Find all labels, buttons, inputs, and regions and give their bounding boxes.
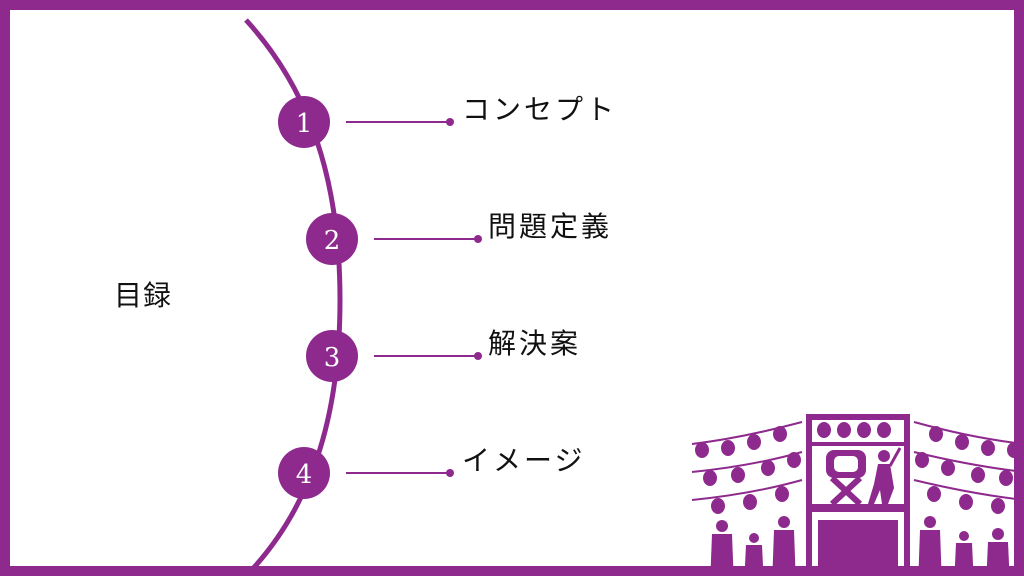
toc-number-1: 1 [296, 109, 313, 139]
toc-item-3-marker: 3 [306, 330, 482, 382]
toc-diagram: 1 2 3 4 [244, 18, 482, 566]
toc-number-4: 4 [296, 460, 313, 490]
toc-item-1-marker: 1 [278, 96, 454, 148]
toc-item-2-label[interactable]: 問題定義 [488, 210, 613, 243]
toc-item-4-label[interactable]: イメージ [462, 444, 586, 477]
toc-item-3-label[interactable]: 解決案 [488, 327, 582, 360]
toc-title: 目録 [114, 279, 173, 312]
toc-number-2: 2 [324, 226, 341, 256]
toc-number-3: 3 [324, 343, 341, 373]
toc-item-1-label[interactable]: コンセプト [462, 93, 618, 126]
toc-item-4-marker: 4 [278, 447, 454, 499]
festival-yagura-silhouette-icon [691, 414, 1014, 566]
toc-item-2-marker: 2 [306, 213, 482, 265]
timeline-arc [244, 18, 343, 566]
